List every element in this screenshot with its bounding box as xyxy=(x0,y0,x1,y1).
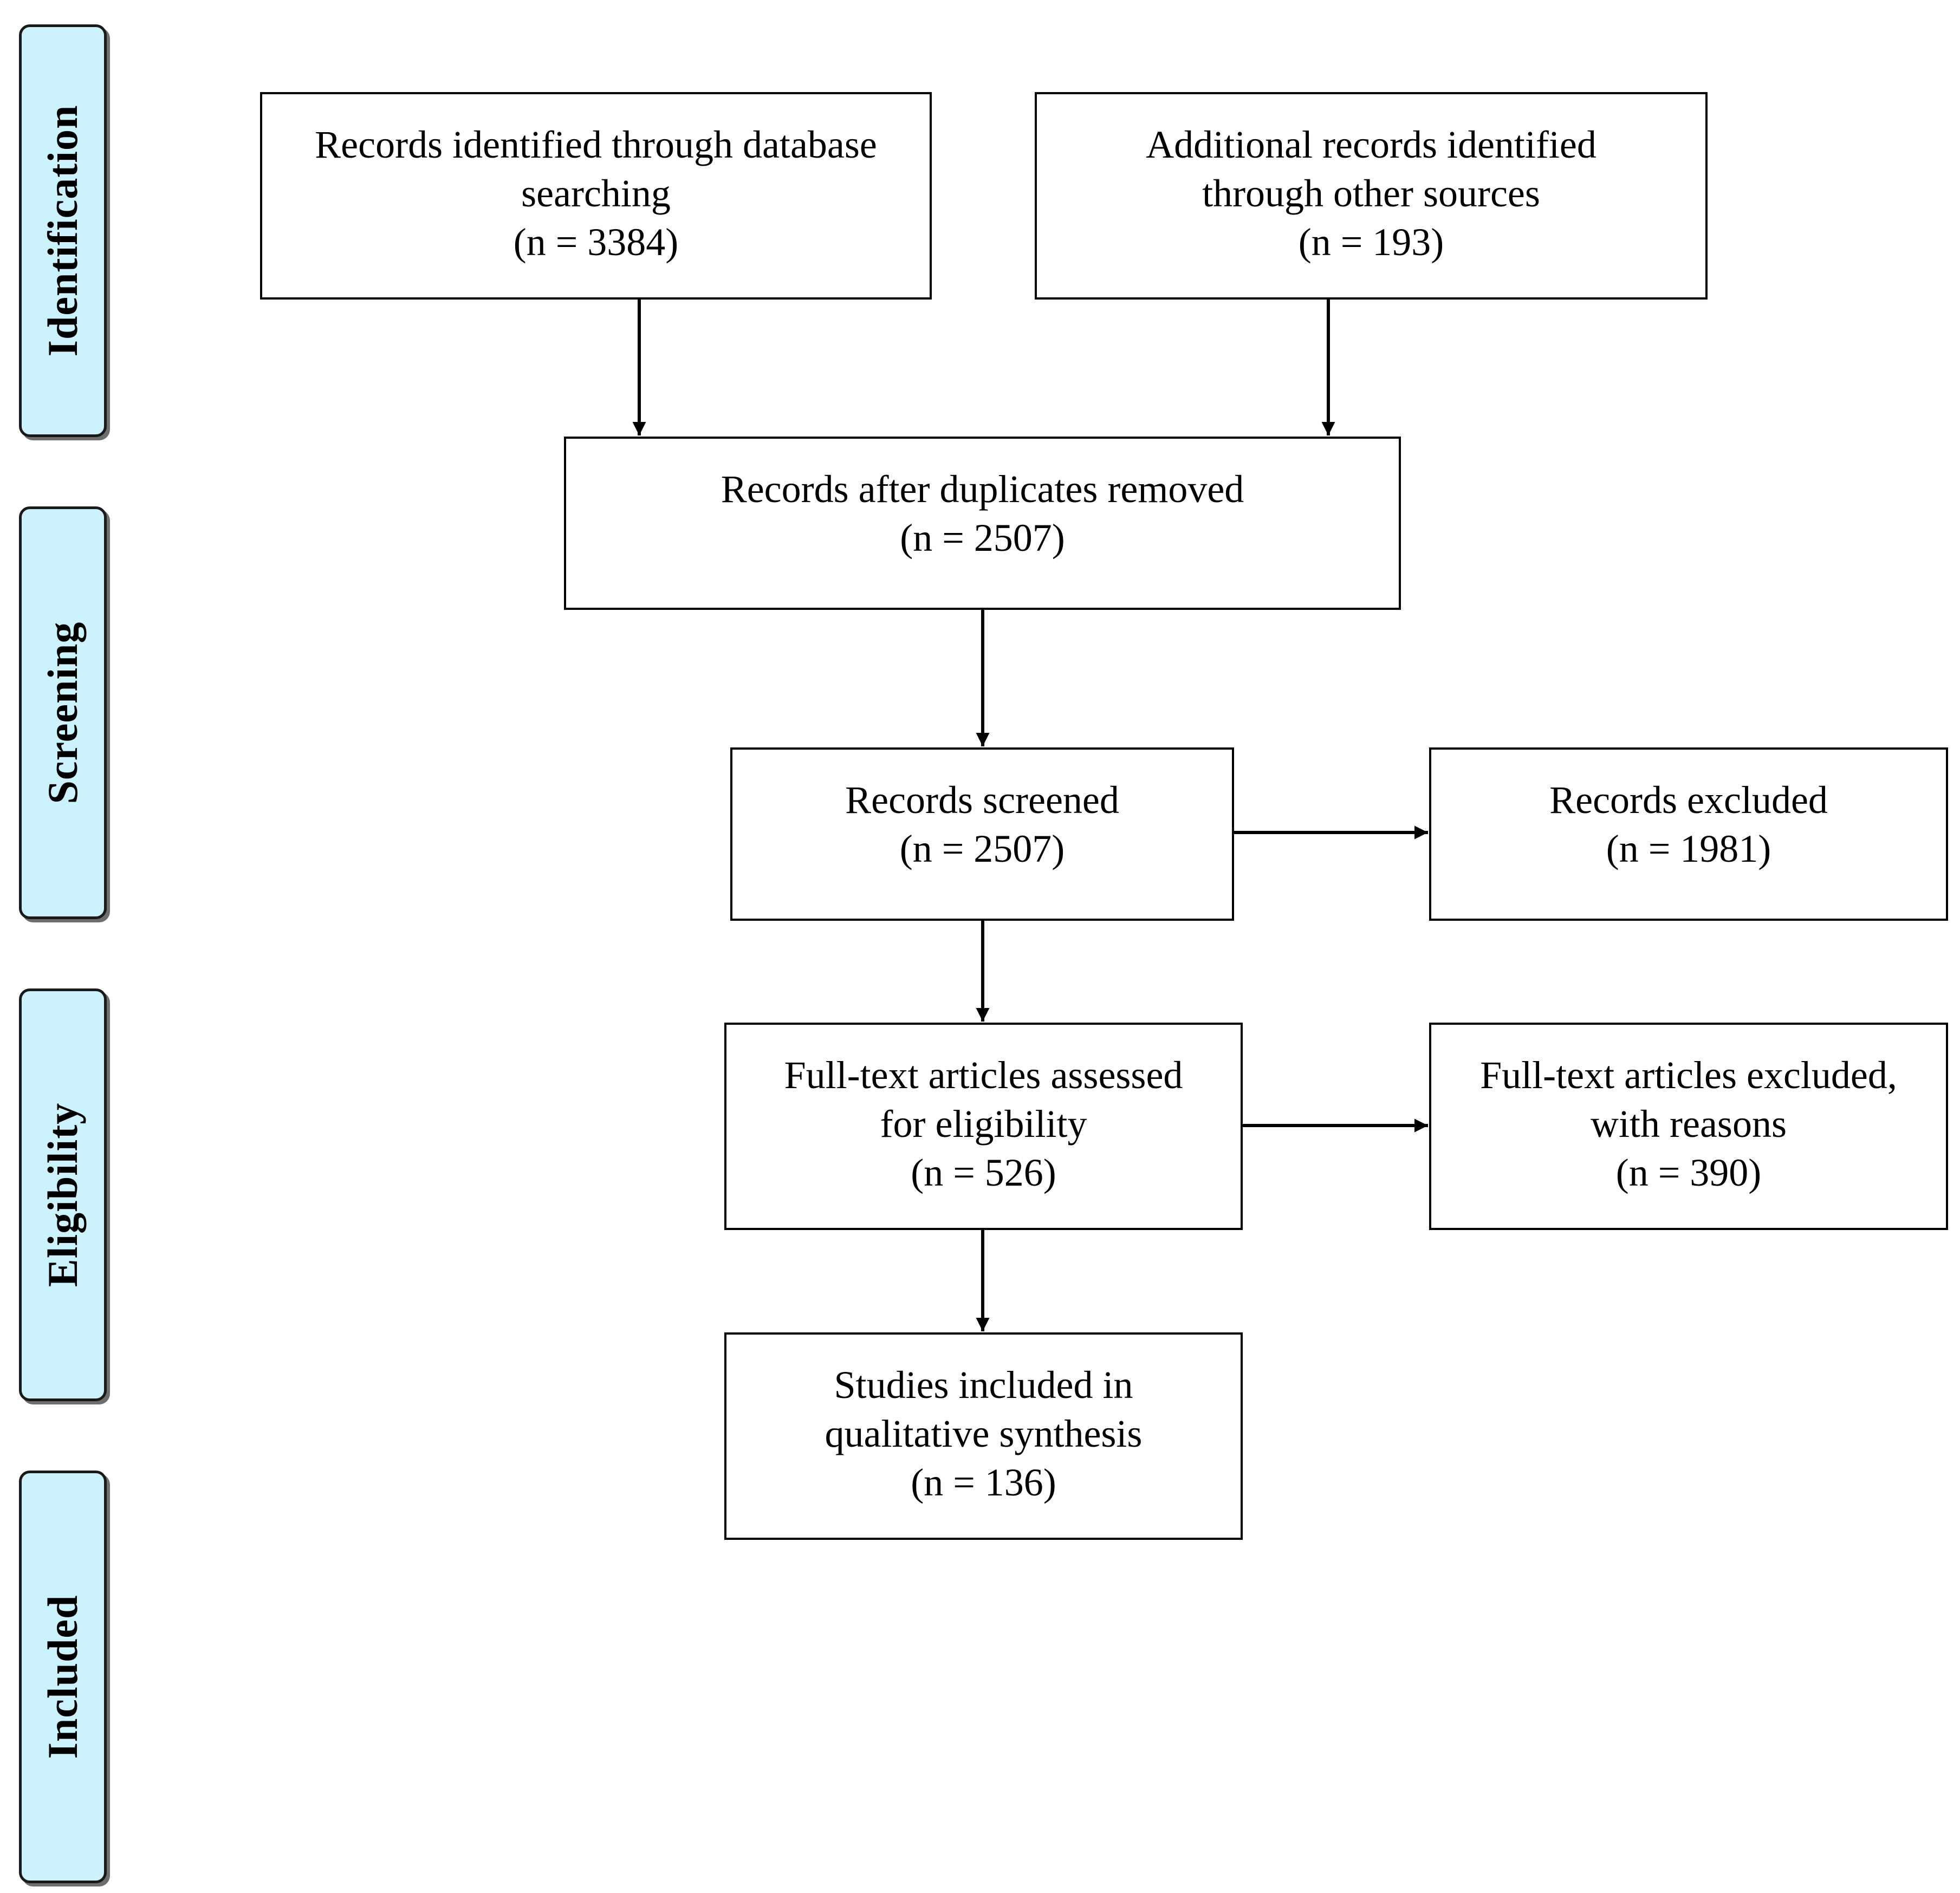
box-records-excluded: Records excluded (n = 1981) xyxy=(1429,747,1948,921)
box-included-studies: Studies included in qualitative synthesi… xyxy=(724,1332,1243,1540)
box-duplicates-removed-count: (n = 2507) xyxy=(900,516,1065,560)
box-records-screened: Records screened (n = 2507) xyxy=(730,747,1234,921)
box-included-studies-count: (n = 136) xyxy=(911,1461,1056,1504)
stage-tab-eligibility: Eligibility xyxy=(19,988,107,1401)
box-records-screened-line1: Records screened xyxy=(845,778,1119,822)
box-fulltext-assessed-line2: for eligibility xyxy=(880,1102,1087,1146)
box-other-sources-line1: Additional records identified xyxy=(1146,123,1596,166)
box-records-screened-count: (n = 2507) xyxy=(899,827,1065,870)
box-database-search: Records identified through database sear… xyxy=(260,92,932,300)
box-database-search-line1: Records identified through database xyxy=(315,123,877,166)
box-included-studies-line2: qualitative synthesis xyxy=(825,1412,1143,1455)
box-duplicates-removed: Records after duplicates removed (n = 25… xyxy=(564,437,1401,610)
box-fulltext-assessed: Full-text articles assessed for eligibil… xyxy=(724,1023,1243,1230)
box-duplicates-removed-line1: Records after duplicates removed xyxy=(721,467,1244,511)
box-fulltext-assessed-line1: Full-text articles assessed xyxy=(784,1053,1183,1097)
box-other-sources-count: (n = 193) xyxy=(1298,220,1444,264)
box-fulltext-excluded-line2: with reasons xyxy=(1591,1102,1787,1146)
box-other-sources-line2: through other sources xyxy=(1202,172,1540,215)
box-records-excluded-line1: Records excluded xyxy=(1549,778,1828,822)
box-included-studies-line1: Studies included in xyxy=(834,1363,1133,1407)
stage-tab-screening: Screening xyxy=(19,506,107,919)
box-database-search-line2: searching xyxy=(521,172,671,215)
box-records-excluded-count: (n = 1981) xyxy=(1606,827,1771,870)
stage-tab-identification: Identification xyxy=(19,24,107,437)
box-fulltext-excluded-line1: Full-text articles excluded, xyxy=(1480,1053,1897,1097)
box-fulltext-excluded: Full-text articles excluded, with reason… xyxy=(1429,1023,1948,1230)
box-fulltext-assessed-count: (n = 526) xyxy=(911,1151,1056,1194)
stage-tab-included: Included xyxy=(19,1471,107,1883)
box-database-search-count: (n = 3384) xyxy=(513,220,679,264)
box-other-sources: Additional records identified through ot… xyxy=(1035,92,1708,300)
box-fulltext-excluded-count: (n = 390) xyxy=(1615,1151,1762,1194)
